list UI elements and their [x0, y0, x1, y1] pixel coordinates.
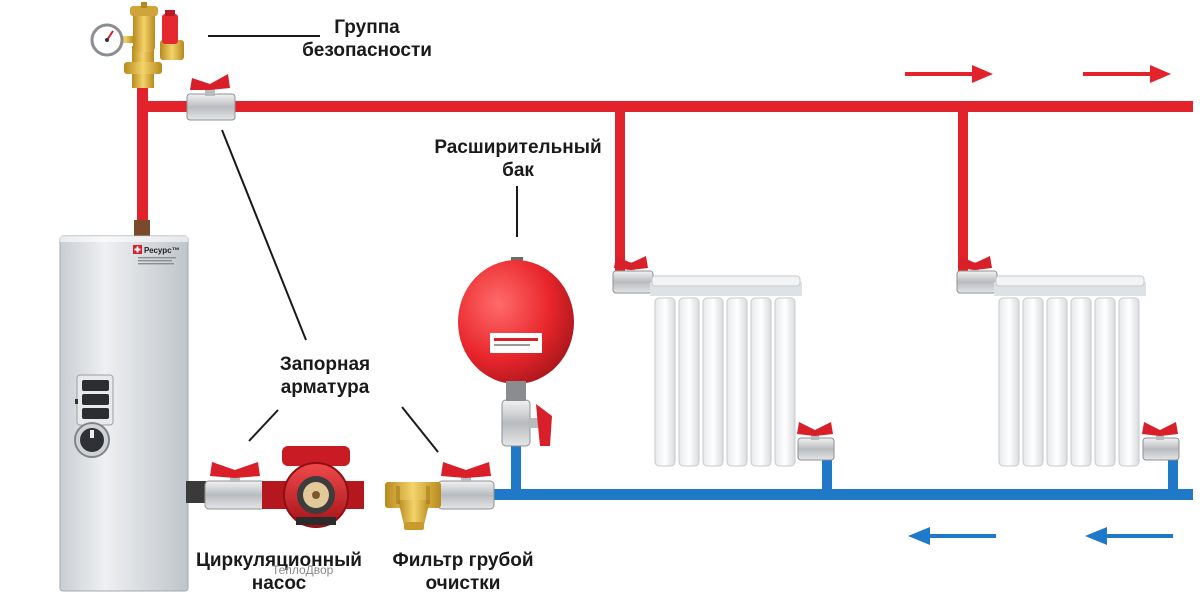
ball-valve-radiator-2-return	[1142, 422, 1180, 461]
label-expansion-tank-line2: бак	[502, 160, 534, 181]
label-circulation-pump-line2: насос	[251, 573, 307, 594]
label-circulation-pump-line1: Циркуляционный	[196, 550, 362, 571]
label-shutoff-valves-line1: Запорная	[279, 354, 371, 375]
supply-pipe-riser	[137, 80, 148, 225]
return-riser-radiator-2	[1168, 440, 1178, 495]
label-expansion-tank-line1: Расширительный	[434, 137, 602, 158]
circulation-pump	[262, 446, 364, 528]
ball-valve-filter-right	[437, 462, 495, 510]
thermostat-knob	[74, 422, 110, 458]
leader-shutoff-right	[401, 406, 439, 453]
return-riser-tank	[511, 440, 521, 495]
label-shutoff-valves-line2: арматура	[280, 377, 370, 398]
ball-valve-radiator-1-return	[797, 422, 835, 461]
supply-flow-arrow-1	[905, 65, 993, 83]
label-coarse-filter-line2: очистки	[425, 573, 501, 594]
leader-shutoff-left	[248, 409, 279, 442]
label-coarse-filter: Фильтр грубой очистки	[378, 549, 548, 595]
ball-valve-pump-left	[204, 462, 266, 510]
return-pipe-main	[483, 489, 1193, 500]
pressure-gauge	[90, 23, 134, 57]
boiler-switch-panel	[75, 374, 114, 426]
expansion-tank	[458, 257, 574, 401]
return-flow-arrow-1	[908, 527, 996, 545]
return-riser-radiator-1	[822, 440, 832, 495]
supply-pipe-main	[137, 101, 1193, 112]
ball-valve-top	[186, 74, 236, 121]
supply-drop-radiator-2	[958, 101, 968, 271]
ball-valve-radiator-2-supply	[956, 256, 998, 294]
label-safety-group-line1: Группа	[334, 17, 400, 38]
label-circulation-pump: Циркуляционный насос	[186, 549, 372, 595]
leader-lines	[208, 35, 518, 453]
label-coarse-filter-line1: Фильтр грубой	[392, 550, 534, 571]
supply-pipes	[137, 80, 1193, 271]
ball-valve-radiator-1-supply	[612, 256, 654, 294]
safety-group	[90, 2, 184, 88]
return-flow-arrow-2	[1085, 527, 1173, 545]
boiler-plate-text	[138, 257, 176, 265]
coarse-filter	[385, 482, 441, 530]
boiler-brand: Ресурс™	[144, 246, 180, 255]
label-safety-group: Группа безопасности	[292, 16, 442, 62]
boiler-logo: Ресурс™	[133, 245, 180, 255]
ball-valve-tank	[501, 399, 552, 447]
radiator-1	[650, 275, 802, 467]
return-pipes	[483, 440, 1193, 500]
label-safety-group-line2: безопасности	[302, 40, 432, 61]
supply-flow-arrow-2	[1083, 65, 1171, 83]
leader-shutoff-top	[221, 129, 307, 341]
label-expansion-tank: Расширительный бак	[420, 136, 616, 182]
supply-drop-radiator-1	[615, 101, 625, 271]
radiator-2	[994, 275, 1146, 467]
relief-valve	[160, 10, 184, 60]
watermark: ТеплоДвор	[272, 563, 334, 577]
label-shutoff-valves: Запорная арматура	[255, 353, 395, 399]
electric-boiler: Ресурс™	[59, 220, 206, 592]
